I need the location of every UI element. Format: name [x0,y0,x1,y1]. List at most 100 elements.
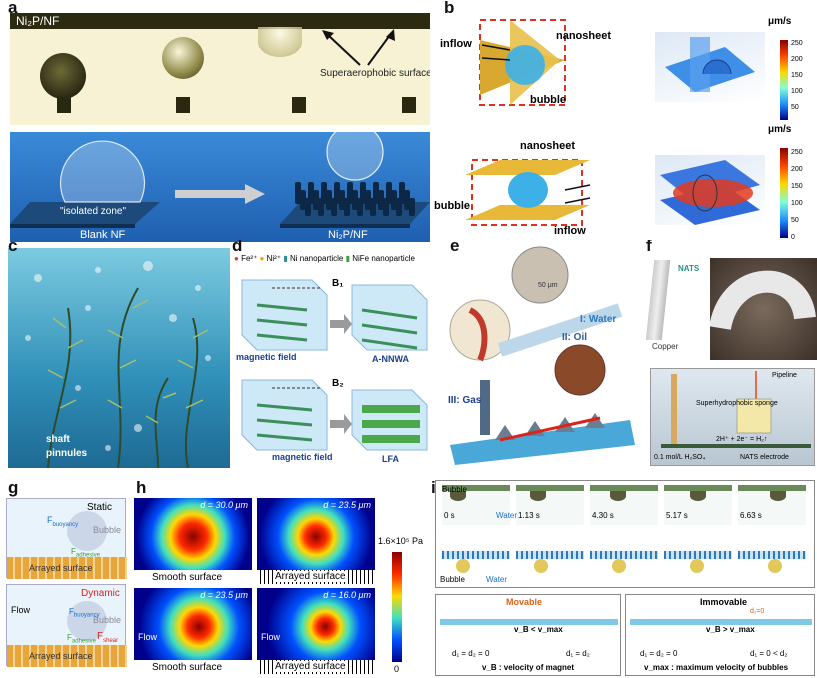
isolated-zone-label: "isolated zone" [60,206,127,217]
legend-np1: nanoparticle [299,254,344,263]
panel-letter-i: i [431,478,436,497]
superaerophobic-label: Superaerophobic surface [320,68,430,79]
immovable-box: Immovable d₁=0 v_B > v_max d₁ = d₂ = 0 d… [625,594,815,676]
adhesive-sub: adhesive [71,638,96,645]
bubble-label-i2: Bubble [440,575,465,584]
panel-letter-e: e [450,240,460,255]
water-strip-movable [440,619,618,625]
colorbar-min-label: 0 [394,664,400,674]
surface-label-3: Smooth surface [152,662,223,673]
buoyancy-label-static: Fbuoyancy [47,515,78,528]
panel-letter-a: a [8,0,18,17]
surface-strip-1 [134,570,252,584]
d-left-immovable: d₁ = d₂ = 0 [640,649,678,658]
nanosheet-label-top: nanosheet [556,30,612,42]
bubble [456,559,470,573]
arrayed-surface-dynamic [7,645,127,667]
surface-strip-3 [134,660,252,674]
flow-label-h2: Flow [261,632,281,642]
tick: 200 [791,166,803,173]
d-label-3: d = 23.5 μm [200,590,248,600]
nanosheet-label-bottom: nanosheet [520,140,576,152]
panel-letter-f: f [646,240,652,255]
water-strip-immovable [630,619,812,625]
colorbar-ticks-bottom: 250 200 150 100 50 0 [791,144,803,245]
pillar [305,198,311,216]
pressure-map-3: d = 23.5 μm Flow Smooth surface [134,588,252,674]
panel-letter-b: b [444,0,455,17]
colorbar-max-label: 1.6×10⁵ Pa [378,536,424,546]
pillar [326,190,332,210]
tick: 250 [791,149,803,156]
pillar [295,182,301,204]
product-a-nnwa: A-NNWA [372,354,409,364]
array-frame [590,537,658,581]
immovable-label: Immovable [700,597,748,607]
time-label: 1.13 s [518,511,540,520]
panel-d: d ● Fe²⁺ ● Ni²⁺ ▮ Ni nanoparticle ▮ NiFe… [232,240,438,468]
d-label-4: d = 16.0 μm [323,590,371,600]
bubble [768,559,782,573]
panel-h: h d = 30.0 μm Smooth surface d = 23.5 μm… [130,470,425,678]
surface-label-4: Arrayed surface [275,661,346,672]
vb-definition: v_B : velocity of magnet [482,663,575,672]
pillar [321,182,327,204]
seaweed-illustration: shaft pinnules [8,248,230,468]
tick: 250 [791,40,803,47]
needle-1 [57,97,71,113]
pillar [347,182,353,204]
tick: 50 [791,104,799,111]
pinnules-label: pinnules [46,448,88,459]
f-symbol: F [69,607,74,616]
water-label-i1: Water [496,511,518,520]
needle-array [516,551,584,559]
pillar [404,190,410,210]
magnetic-field-label-2: magnetic field [272,452,333,462]
legend-ni-ion: Ni²⁺ [266,254,282,263]
needle-array [442,551,510,559]
electrolyte-label: 0.1 mol/L H₂SO₄ [654,454,706,461]
bubble [450,491,466,501]
tick: 150 [791,72,803,79]
b2-label: B₂ [332,378,344,389]
pillar [339,190,345,210]
needle-array [590,551,658,559]
time-frame: 6.63 s [738,485,806,525]
pillar [300,190,306,210]
unit-label-bottom: μm/s [768,124,792,135]
pillar [334,182,340,204]
nats-label: NATS [678,264,700,273]
adhesive-sub: adhesive [75,552,100,559]
unit-label-top: μm/s [768,16,792,27]
pillar [396,198,402,216]
bubble-3 [258,27,302,57]
blank-nf-label: Blank NF [80,229,126,241]
bubble-2 [162,37,204,79]
inflow-label-top: inflow [440,38,472,50]
vmax-definition: v_max : maximum velocity of bubbles [644,663,789,672]
b1-label: B₁ [332,278,344,289]
scale-label: 50 μm [538,282,558,289]
pressure-map-4: d = 16.0 μm Flow Arrayed surface [257,588,375,674]
shear-label: Fshear [97,631,118,644]
pipeline-label: Pipeline [772,372,797,379]
dynamic-label: Dynamic [81,588,120,599]
time-frame: 5.17 s [664,485,732,525]
movable-label: Movable [506,597,543,607]
pressure-map-2: d = 23.5 μm Arrayed surface [257,498,375,584]
time-frame: 0 s [442,485,510,525]
bent-nats-photo [710,258,817,360]
adhesive-label-dynamic: Fadhesive [67,633,96,645]
bubble [612,559,626,573]
array-frame [442,537,510,581]
array-frame [738,537,806,581]
electrolysis-photo [650,368,815,466]
legend-row: ● Fe²⁺ ● Ni²⁺ ▮ Ni nanoparticle ▮ NiFe n… [234,254,415,263]
ni2p-nf-label: Ni₂P/NF [328,229,368,241]
pillar [352,190,358,210]
legend-np2: nanoparticle [371,254,415,263]
electrode-label: NATS electrode [740,454,789,461]
shaft-label: shaft [46,434,70,445]
